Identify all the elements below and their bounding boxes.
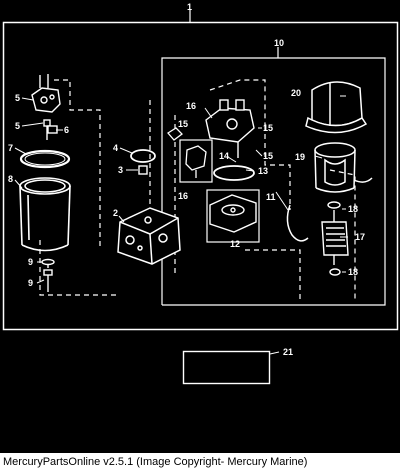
part-o-ring-small bbox=[130, 149, 156, 163]
part-clip bbox=[167, 127, 183, 141]
part-washer bbox=[41, 258, 55, 268]
callout-21: 21 bbox=[283, 347, 293, 357]
callout-15a: 15 bbox=[178, 119, 188, 129]
callout-4: 4 bbox=[113, 143, 118, 153]
callout-1: 1 bbox=[187, 2, 192, 12]
part-cylinder-housing bbox=[19, 177, 71, 252]
part-end-cap bbox=[209, 194, 257, 233]
part-bracket bbox=[31, 74, 61, 113]
part-thrust-washer-upper bbox=[327, 201, 341, 209]
callout-19: 19 bbox=[295, 152, 305, 162]
callout-8: 8 bbox=[8, 174, 13, 184]
part-brush-holder bbox=[205, 99, 255, 158]
assembly-dashed-lines bbox=[39, 79, 356, 300]
part-o-ring-large bbox=[19, 149, 71, 169]
callout-7: 7 bbox=[8, 143, 13, 153]
callout-15c: 15 bbox=[263, 151, 273, 161]
callout-6: 6 bbox=[64, 125, 69, 135]
part-bolt bbox=[43, 119, 51, 140]
callout-9b: 9 bbox=[28, 278, 33, 288]
callout-17: 17 bbox=[355, 232, 365, 242]
leader-lines bbox=[14, 95, 348, 355]
callout-15b: 15 bbox=[263, 123, 273, 133]
part-wire-harness bbox=[286, 204, 309, 242]
part-nut bbox=[47, 125, 58, 134]
part-pump-body bbox=[117, 207, 181, 265]
callout-12: 12 bbox=[230, 239, 240, 249]
callout-labels: 1 10 5 5 6 7 8 9 9 4 3 2 16 15 15 15 14 … bbox=[8, 2, 365, 357]
part-end-cap-box bbox=[206, 189, 260, 243]
part-seal-ring bbox=[213, 165, 255, 181]
callout-18b: 18 bbox=[348, 267, 358, 277]
part-armature bbox=[321, 210, 349, 265]
part-fitting bbox=[138, 165, 148, 175]
callout-5b: 5 bbox=[15, 121, 20, 131]
part-switch bbox=[185, 145, 207, 178]
callout-2: 2 bbox=[113, 208, 118, 218]
callout-10: 10 bbox=[274, 38, 284, 48]
callout-11: 11 bbox=[266, 192, 276, 202]
part-switch-box bbox=[179, 139, 213, 183]
callout-16b: 16 bbox=[178, 191, 188, 201]
assembly-frame bbox=[2, 21, 399, 331]
callout-13: 13 bbox=[258, 166, 268, 176]
callout-5a: 5 bbox=[15, 93, 20, 103]
callout-16a: 16 bbox=[186, 101, 196, 111]
part-thrust-washer-lower bbox=[329, 268, 341, 276]
callout-14: 14 bbox=[219, 151, 229, 161]
callout-18a: 18 bbox=[348, 204, 358, 214]
subassembly-10-frame bbox=[161, 57, 386, 306]
part-lower-bolt bbox=[43, 269, 53, 292]
copyright-footer: MercuryPartsOnline v2.5.1 (Image Copyrig… bbox=[0, 453, 400, 471]
callout-20: 20 bbox=[291, 88, 301, 98]
part-motor-cover bbox=[305, 81, 368, 134]
callout-3: 3 bbox=[118, 165, 123, 175]
part-kit-box bbox=[182, 350, 271, 385]
callout-9a: 9 bbox=[28, 257, 33, 267]
part-field-coil bbox=[314, 142, 373, 193]
